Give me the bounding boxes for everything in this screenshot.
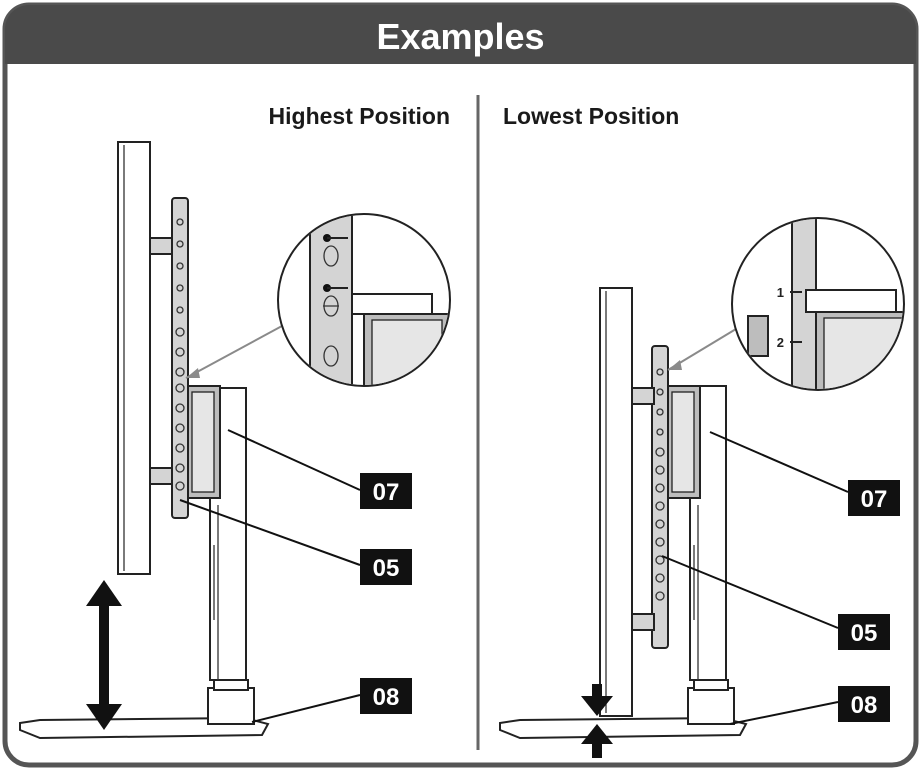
right-monitor-assembly bbox=[499, 287, 748, 758]
svg-text:07: 07 bbox=[861, 486, 888, 513]
left-base bbox=[19, 716, 270, 740]
right-leader-07 bbox=[709, 431, 849, 493]
left-base-collar bbox=[207, 687, 255, 725]
right-label-07: 07 bbox=[848, 480, 900, 516]
header-bar bbox=[5, 5, 916, 64]
left-height-arrow bbox=[86, 580, 122, 730]
svg-text:05: 05 bbox=[851, 620, 878, 647]
right-base bbox=[499, 716, 748, 740]
header-title: Examples bbox=[376, 16, 544, 57]
left-bracket-plate bbox=[171, 197, 189, 519]
right-bracket-holes bbox=[655, 368, 665, 601]
right-leader-05 bbox=[661, 555, 839, 629]
left-label-05: 05 bbox=[360, 549, 412, 585]
right-label-05: 05 bbox=[838, 614, 890, 650]
right-leader-08 bbox=[729, 701, 839, 725]
left-label-07: 07 bbox=[360, 473, 412, 509]
right-label-08: 08 bbox=[838, 686, 890, 722]
left-upper-mount bbox=[149, 237, 173, 255]
right-inset-mark-1: 1 bbox=[777, 285, 784, 300]
right-base-collar bbox=[687, 687, 735, 725]
svg-text:08: 08 bbox=[851, 692, 878, 719]
left-label-08: 08 bbox=[360, 678, 412, 714]
left-heading: Highest Position bbox=[269, 103, 450, 129]
left-display-panel bbox=[117, 141, 151, 575]
svg-text:08: 08 bbox=[373, 684, 400, 711]
right-bracket-plate bbox=[651, 345, 669, 649]
right-zoom-inset: 1 2 bbox=[667, 217, 905, 391]
left-leader-05 bbox=[179, 499, 361, 566]
left-lower-mount bbox=[149, 467, 173, 485]
left-monitor-assembly bbox=[19, 141, 270, 740]
left-leader-07 bbox=[227, 429, 361, 491]
right-inset-mark-2: 2 bbox=[777, 335, 784, 350]
right-heading: Lowest Position bbox=[503, 103, 679, 129]
right-upper-mount bbox=[631, 387, 655, 405]
right-stand-column bbox=[689, 385, 727, 681]
right-lower-mount bbox=[631, 613, 655, 631]
left-zoom-inset bbox=[185, 213, 451, 387]
svg-text:07: 07 bbox=[373, 479, 400, 506]
left-leader-08 bbox=[251, 694, 361, 723]
left-bracket-holes bbox=[175, 218, 185, 491]
right-gap-arrows bbox=[581, 684, 613, 758]
right-display-panel bbox=[599, 287, 633, 717]
svg-text:05: 05 bbox=[373, 555, 400, 582]
